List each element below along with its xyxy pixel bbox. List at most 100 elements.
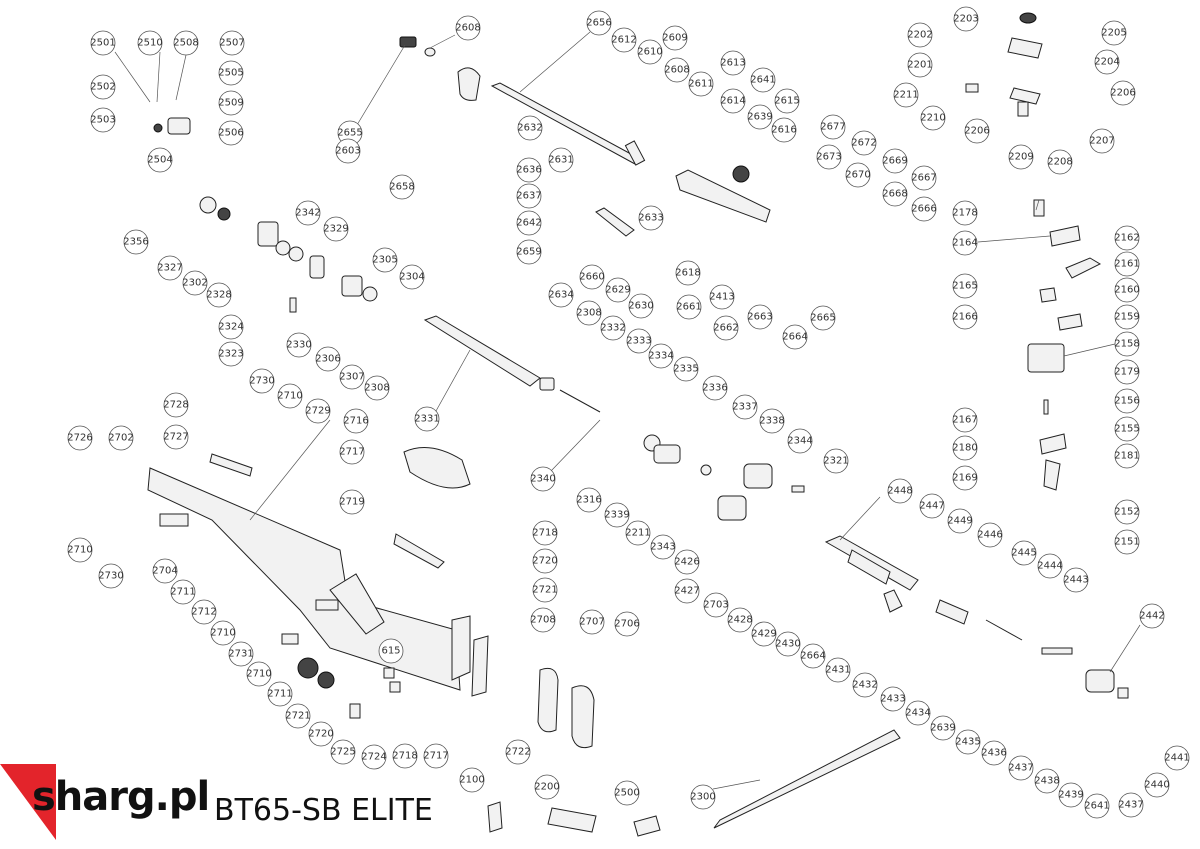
- part-callout: 2632: [517, 115, 543, 141]
- callout-circle: [1008, 755, 1034, 781]
- part-callout: 2211: [625, 520, 651, 546]
- callout-circle: [1139, 603, 1165, 629]
- part-number: 2343: [650, 542, 675, 553]
- callout-circle: [1114, 331, 1140, 357]
- part-number: 2728: [163, 400, 188, 411]
- part-callout: 2161: [1114, 251, 1140, 277]
- part-number: 2615: [774, 96, 799, 107]
- part-number: 2204: [1094, 57, 1119, 68]
- part-callout: 2661: [676, 294, 702, 320]
- callout-circle: [516, 183, 542, 209]
- part-callout: 2160: [1114, 277, 1140, 303]
- part-callout: 2722: [505, 739, 531, 765]
- part-callout: 2321: [823, 448, 849, 474]
- callout-circle: [930, 715, 956, 741]
- part-number: 2639: [930, 723, 955, 734]
- part-callout: 2660: [579, 264, 605, 290]
- part-callout: 2159: [1114, 304, 1140, 330]
- part-number: 2672: [851, 138, 876, 149]
- part-callout: 2663: [747, 304, 773, 330]
- callout-circle: [548, 282, 574, 308]
- callout-circle: [90, 74, 116, 100]
- part-callout: 2610: [637, 39, 663, 65]
- callout-circle: [709, 284, 735, 310]
- part-number: 2440: [1144, 780, 1169, 791]
- part-number: 2727: [163, 432, 188, 443]
- part-callout: 2308: [364, 375, 390, 401]
- part-number: 2603: [335, 146, 360, 157]
- part-number: 2642: [516, 218, 541, 229]
- callout-circle: [228, 641, 254, 667]
- part-number: 2305: [372, 255, 397, 266]
- part-number: 2435: [955, 737, 980, 748]
- part-callout: 2210: [920, 105, 946, 131]
- part-callout: 2721: [532, 577, 558, 603]
- callout-circle: [628, 293, 654, 319]
- part-callout: 2433: [880, 686, 906, 712]
- part-callout: 2501: [90, 30, 116, 56]
- part-number: 2207: [1089, 136, 1114, 147]
- part-callout: 2437: [1008, 755, 1034, 781]
- part-number: 2710: [246, 669, 271, 680]
- part-number: 2159: [1114, 312, 1139, 323]
- callout-circle: [157, 255, 183, 281]
- part-callout: 2342: [295, 200, 321, 226]
- part-number: 2718: [532, 528, 557, 539]
- part-number: 2711: [170, 587, 195, 598]
- part-number: 2502: [90, 82, 115, 93]
- part-callout: 2324: [218, 314, 244, 340]
- callout-circle: [648, 343, 674, 369]
- part-callout: 2306: [315, 346, 341, 372]
- callout-circle: [893, 82, 919, 108]
- part-number: 2441: [1164, 753, 1189, 764]
- callout-circle: [664, 57, 690, 83]
- part-number: 2510: [137, 38, 162, 49]
- callout-circle: [882, 181, 908, 207]
- part-number: 2302: [182, 278, 207, 289]
- callout-circle: [1058, 782, 1084, 808]
- part-number: 2160: [1114, 285, 1139, 296]
- part-callout: 2429: [751, 621, 777, 647]
- callout-circle: [1089, 128, 1115, 154]
- callout-circle: [505, 739, 531, 765]
- callout-circle: [1114, 529, 1140, 555]
- callout-circle: [953, 6, 979, 32]
- part-callout: 2333: [626, 328, 652, 354]
- callout-circle: [532, 577, 558, 603]
- part-callout: 2335: [673, 356, 699, 382]
- part-callout: 2726: [67, 425, 93, 451]
- part-callout: 2169: [952, 465, 978, 491]
- part-callout: 2316: [576, 487, 602, 513]
- part-callout: 2658: [389, 174, 415, 200]
- part-number: 2641: [750, 75, 775, 86]
- part-callout: 2719: [339, 489, 365, 515]
- part-callout: 2165: [952, 273, 978, 299]
- part-callout: 2202: [907, 22, 933, 48]
- callout-circle: [1047, 149, 1073, 175]
- callout-circle: [674, 578, 700, 604]
- part-callout: 2164: [952, 230, 978, 256]
- part-callout: 2307: [339, 364, 365, 390]
- logo-red-triangle: [0, 764, 56, 840]
- part-number: 2634: [548, 290, 573, 301]
- part-number: 2665: [810, 313, 835, 324]
- callout-circle: [771, 117, 797, 143]
- callout-circle: [285, 703, 311, 729]
- callout-circle: [267, 681, 293, 707]
- part-number: 2704: [152, 566, 177, 577]
- part-callout: 2156: [1114, 388, 1140, 414]
- callout-circle: [759, 408, 785, 434]
- part-number: 2720: [308, 729, 333, 740]
- callout-circle: [952, 200, 978, 226]
- callout-circle: [218, 60, 244, 86]
- callout-circle: [905, 700, 931, 726]
- part-number: 2702: [108, 433, 133, 444]
- callout-circle: [820, 114, 846, 140]
- callout-circle: [845, 162, 871, 188]
- callout-circle: [548, 147, 574, 173]
- callout-circle: [977, 522, 1003, 548]
- callout-circle: [586, 10, 612, 36]
- callout-circle: [1011, 540, 1037, 566]
- part-number: 2716: [343, 416, 368, 427]
- callout-circle: [1034, 768, 1060, 794]
